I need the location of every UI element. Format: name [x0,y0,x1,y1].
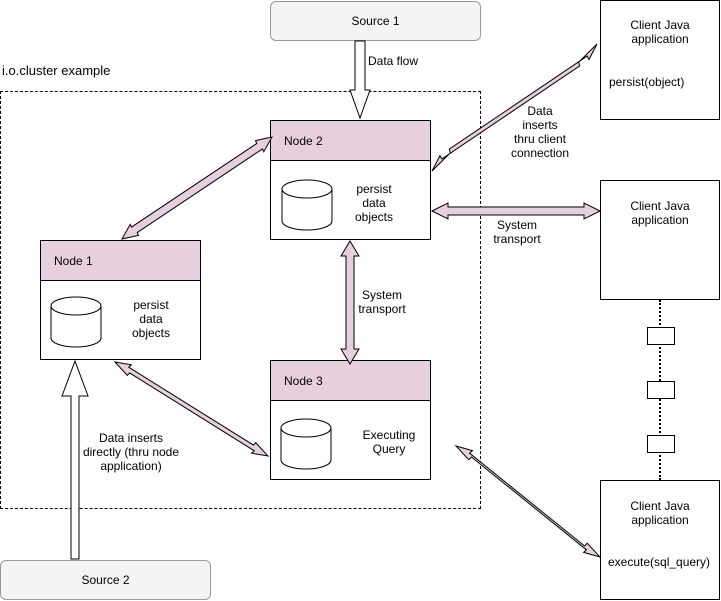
client-3-text: execute(sql_query) [608,555,711,569]
client-3-title: Client Java application [630,499,690,527]
ellipsis-box-3 [647,435,675,453]
node-1-title: Node 1 [54,254,93,268]
ellipsis-box-2 [647,381,675,399]
node-1-header: Node 1 [41,241,200,281]
client-2-title: Client Java application [630,199,690,227]
arrow-node3-client3 [454,445,602,558]
data-flow-arrow [349,40,371,120]
arrow-node1-node2 [121,136,273,240]
source-2[interactable]: Source 2 [0,560,211,600]
node-2-header: Node 2 [271,121,430,161]
source-1[interactable]: Source 1 [270,1,481,41]
client-1-text: persist(object) [609,75,685,89]
source-1-label: Source 1 [351,14,400,28]
cluster-label: i.o.cluster example [2,63,111,78]
client-1-title: Client Java application [630,18,690,46]
arrow-node2-client1 [431,43,598,172]
node-3-title: Node 3 [284,374,323,388]
node-3-header: Node 3 [271,361,430,401]
node-2-title: Node 2 [284,134,323,148]
node-1-text: persist data objects [131,298,171,340]
cluster-boundary [0,91,481,509]
node-2[interactable]: Node 2 persist data objects [270,120,431,240]
arrow-node2-node3 [340,240,360,365]
node-3-text: Executing Query [362,428,416,456]
arrow-node2-client2 [430,202,602,220]
label-data-inserts-direct: Data inserts directly (thru node applica… [82,431,180,473]
label-system-transport-center: System transport [358,288,406,316]
ellipsis-box-1 [647,327,675,345]
label-data-inserts-client: Data inserts thru client connection [510,104,570,160]
node-1[interactable]: Node 1 persist data objects [40,240,201,360]
client-app-1[interactable]: Client Java application persist(object) [600,0,720,120]
label-data-flow: Data flow [368,54,419,68]
direct-insert-arrow [61,359,89,560]
source-2-label: Source 2 [81,573,130,587]
client-app-2[interactable]: Client Java application [600,180,720,300]
arrow-node1-node3 [113,361,270,457]
label-system-transport-right: System transport [493,218,541,246]
database-icon [280,418,332,470]
client-app-3[interactable]: Client Java application execute(sql_quer… [600,480,720,600]
database-icon [281,179,333,231]
database-icon [50,296,102,348]
node-2-text: persist data objects [354,182,394,224]
node-3[interactable]: Node 3 Executing Query [270,360,431,480]
